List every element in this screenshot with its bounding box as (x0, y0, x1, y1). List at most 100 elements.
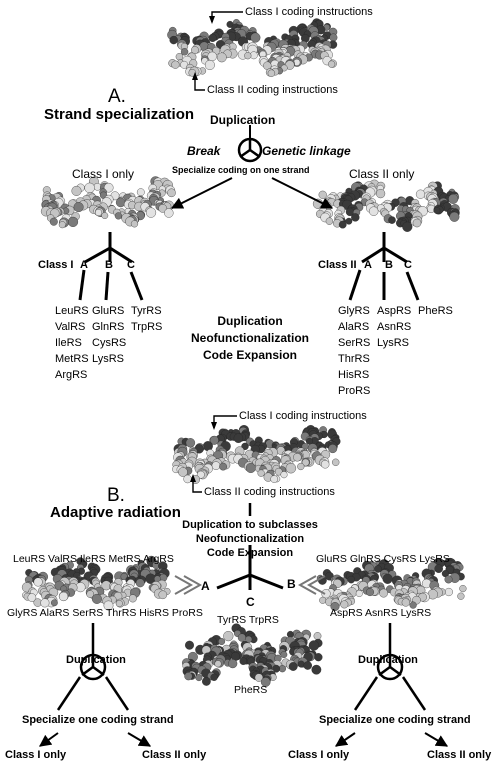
atom-sphere (86, 590, 94, 598)
arrow-bottom-left-class2 (127, 732, 152, 747)
atom-sphere (95, 209, 102, 216)
class1-tree (78, 232, 144, 301)
atom-sphere (209, 435, 219, 445)
aars-name: SerRS (338, 337, 371, 349)
atom-sphere (329, 33, 338, 42)
atom-sphere (318, 190, 327, 199)
atom-sphere (244, 52, 252, 60)
atom-sphere (369, 206, 379, 216)
specialize-coding-label: Specialize coding on one strand (172, 165, 310, 175)
atom-sphere (379, 588, 388, 598)
atom-sphere (311, 664, 322, 675)
aars-name: PheRS (418, 305, 453, 317)
aars-name: HisRS (338, 369, 370, 381)
bottom-left-specialize: Specialize one coding strand (22, 714, 174, 726)
atom-sphere (330, 602, 340, 611)
atom-sphere (314, 653, 323, 662)
class2-a-list: GlyRS AlaRS SerRS ThrRS HisRS ProRS (338, 303, 370, 399)
atom-sphere (184, 672, 193, 681)
atom-sphere (280, 471, 288, 479)
split-symbol-top (237, 125, 263, 163)
class1-b-list: GluRS GlnRS CysRS LysRS (92, 303, 126, 367)
atom-sphere (101, 212, 109, 219)
atom-sphere (303, 661, 312, 670)
class1-sub-b: B (105, 259, 113, 271)
aars-name: CysRS (92, 337, 127, 349)
atom-sphere (444, 587, 453, 597)
atom-sphere (136, 188, 145, 197)
aars-name: AspRS (377, 305, 412, 317)
dna-molecule-bottom-top (172, 425, 341, 484)
class1-coding-instructions-label: Class I coding instructions (245, 6, 373, 18)
atom-sphere (338, 220, 347, 229)
bottom-right-top-names: GluRS GlnRS CysRS LysRS (316, 553, 450, 565)
split-symbol-bottom-right (353, 623, 427, 711)
bottom-right-class1-only: Class I only (288, 749, 350, 761)
aars-name: ValRS (55, 321, 86, 333)
atom-sphere (301, 458, 310, 467)
atom-sphere (115, 600, 123, 607)
aars-name: ArgRS (55, 369, 88, 381)
atom-sphere (245, 463, 256, 473)
atom-sphere (321, 589, 331, 599)
atom-sphere (228, 659, 238, 669)
dna-molecule-bottom-left (21, 555, 171, 611)
section-letter-a: A. (108, 86, 126, 107)
atom-sphere (308, 640, 320, 651)
atom-sphere (382, 573, 393, 584)
bottom-left-class2-only: Class II only (142, 749, 207, 761)
atom-sphere (297, 660, 305, 668)
atom-sphere (325, 217, 334, 225)
atom-sphere (257, 469, 265, 477)
class2-sub-a: A (364, 259, 372, 271)
aars-name: GlnRS (92, 321, 125, 333)
atom-sphere (180, 48, 189, 56)
section-letter-b: B. (107, 485, 125, 506)
aars-name: TyrRS (131, 305, 162, 317)
atom-sphere (345, 217, 353, 225)
bottom-right-duplication: Duplication (358, 654, 418, 666)
middle-process-text: Duplication Neofunctionalization Code Ex… (180, 313, 320, 364)
atom-sphere (210, 673, 218, 681)
atom-sphere (280, 651, 288, 658)
bottom-pointer-lines (190, 415, 237, 493)
atom-sphere (449, 211, 460, 222)
aars-name: LysRS (92, 353, 124, 365)
atom-sphere (285, 463, 297, 474)
atom-sphere (202, 677, 211, 686)
class2-c-list: PheRS (418, 303, 453, 319)
atom-sphere (40, 598, 50, 608)
bottom-class2-coding-instructions: Class II coding instructions (204, 486, 335, 498)
atom-sphere (444, 575, 453, 584)
double-chevron-left (174, 575, 203, 595)
atom-sphere (195, 674, 203, 682)
atom-sphere (169, 35, 178, 45)
atom-sphere (293, 453, 302, 462)
dna-molecule-class2 (312, 179, 460, 232)
atom-sphere (250, 32, 261, 43)
dna-molecule-class1 (40, 176, 176, 229)
atom-sphere (214, 660, 222, 668)
atom-sphere (33, 577, 43, 587)
middle-line: Duplication (217, 314, 283, 328)
atom-sphere (313, 632, 322, 640)
class2-coding-instructions-label: Class II coding instructions (207, 84, 338, 96)
atom-sphere (376, 189, 386, 199)
atom-sphere (185, 438, 196, 448)
atom-sphere (71, 185, 82, 196)
atom-sphere (219, 462, 227, 471)
atom-sphere (239, 657, 248, 665)
atom-sphere (402, 221, 413, 232)
aars-name: LysRS (377, 337, 409, 349)
atom-sphere (207, 51, 217, 62)
center-line: Neofunctionalization (195, 533, 305, 545)
atom-sphere (216, 52, 227, 63)
atom-sphere (270, 475, 278, 483)
atom-sphere (319, 596, 327, 604)
atom-sphere (84, 182, 95, 194)
atom-sphere (211, 461, 221, 470)
duplication-label-top: Duplication (210, 113, 276, 127)
atom-sphere (388, 216, 396, 224)
bottom-right-specialize: Specialize one coding strand (319, 714, 471, 726)
